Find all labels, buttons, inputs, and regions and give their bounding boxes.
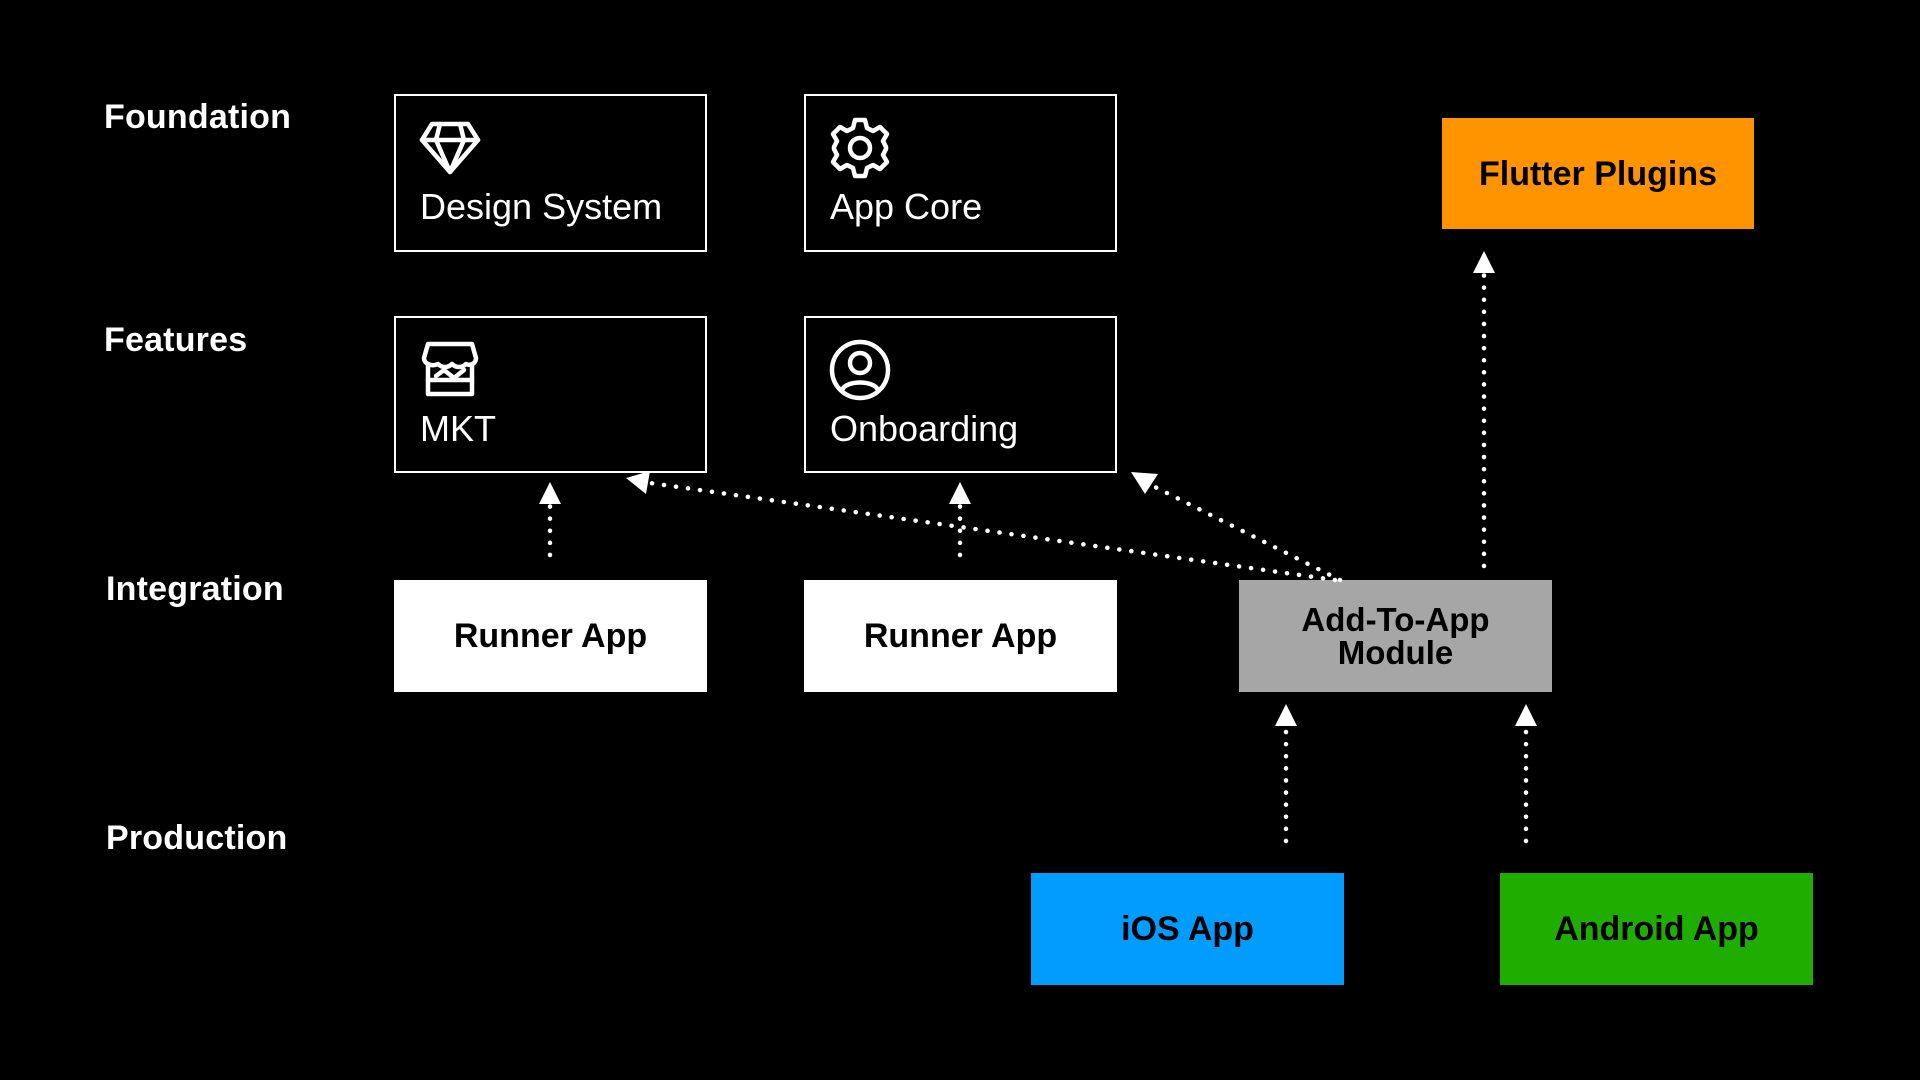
arrowhead-onboarding-diagonal <box>1131 472 1158 494</box>
arrowhead-flutter-plugins-up <box>1473 251 1495 273</box>
row-label-integration: Integration <box>106 570 284 608</box>
add-to-app-module-label: Add-To-App Module <box>1301 601 1490 671</box>
arrow-module-to-mkt <box>647 480 1338 583</box>
arrowhead-module-from-android <box>1515 704 1537 726</box>
design-system-label: Design System <box>420 186 663 227</box>
store-icon <box>418 338 482 402</box>
app-core-box: App Core <box>804 94 1117 252</box>
mkt-box: MKT <box>394 316 707 473</box>
ios-app-box: iOS App <box>1031 873 1344 985</box>
runner-app-box-1: Runner App <box>394 580 707 692</box>
gear-icon <box>828 116 892 180</box>
arrowhead-mkt-up <box>539 482 561 504</box>
runner-app-label-1: Runner App <box>453 617 648 655</box>
arrow-module-to-onboarding <box>1152 484 1343 583</box>
android-app-label: Android App <box>1554 910 1759 948</box>
row-label-production: Production <box>106 819 288 857</box>
flutter-plugins-box: Flutter Plugins <box>1442 118 1754 229</box>
ios-app-label: iOS App <box>1121 910 1254 948</box>
arrowhead-module-from-ios <box>1275 704 1297 726</box>
runner-app-label-2: Runner App <box>863 617 1058 655</box>
design-system-box: Design System <box>394 94 707 252</box>
onboarding-label: Onboarding <box>830 408 1019 449</box>
row-label-features: Features <box>104 321 248 359</box>
app-core-label: App Core <box>830 186 983 227</box>
user-circle-icon <box>828 338 892 402</box>
diamond-icon <box>418 116 482 180</box>
flutter-plugins-label: Flutter Plugins <box>1479 154 1717 193</box>
onboarding-box: Onboarding <box>804 316 1117 473</box>
android-app-box: Android App <box>1500 873 1813 985</box>
runner-app-box-2: Runner App <box>804 580 1117 692</box>
row-label-foundation: Foundation <box>104 98 292 136</box>
mkt-label: MKT <box>420 408 496 449</box>
arrowhead-onboarding-up <box>949 482 971 504</box>
add-to-app-module-box: Add-To-App Module <box>1239 580 1552 692</box>
arrowhead-mkt-diagonal <box>626 471 650 494</box>
